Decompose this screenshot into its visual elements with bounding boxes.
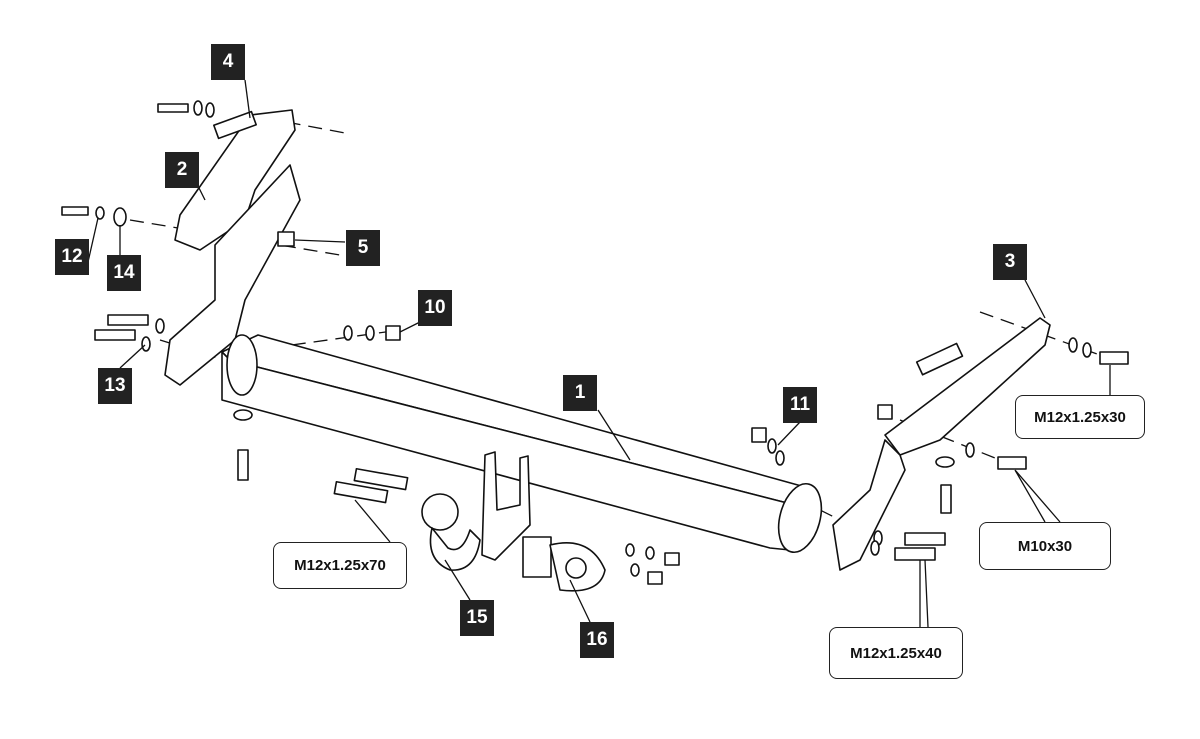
nut-11 [751, 427, 767, 443]
part-label-4: 4 [211, 44, 245, 80]
electrical-socket [522, 536, 552, 578]
right-bracket-upper [884, 317, 1051, 456]
washer [205, 102, 215, 118]
part-label-16: 16 [580, 622, 614, 658]
part-label-3: 3 [993, 244, 1027, 280]
assembly-line [899, 419, 1001, 461]
leader-lines [87, 79, 1111, 628]
washer-14 [113, 207, 127, 227]
crossbar-end-plate [226, 334, 258, 396]
ball-mount-bracket [481, 451, 531, 561]
left-bracket-lower [164, 164, 301, 386]
bolt [940, 484, 952, 514]
bolt-m12x30 [1099, 351, 1129, 365]
washer [625, 543, 635, 557]
spacer-plate-4 [213, 110, 257, 140]
bolt-m12x70 [333, 480, 389, 504]
nut-10 [385, 325, 401, 341]
washer [645, 546, 655, 560]
bolt-callout-m10x30: M10x30 [979, 522, 1111, 570]
crossbar-end-plate [777, 482, 823, 554]
ball-neck [429, 527, 481, 571]
bolt-m12x70 [353, 467, 409, 491]
part-label-12: 12 [55, 239, 89, 275]
bolt-callout-m12x40: M12x1.25x40 [829, 627, 963, 679]
washer [775, 450, 785, 466]
washer [233, 409, 253, 421]
washer [767, 438, 777, 454]
washer [193, 100, 203, 116]
assembly-line [129, 219, 341, 256]
washer [870, 540, 880, 556]
bolt [237, 449, 249, 481]
washer [1082, 342, 1092, 358]
washer [1068, 337, 1078, 353]
part-label-13: 13 [98, 368, 132, 404]
bolt [157, 103, 189, 113]
bolt-m12x40 [904, 532, 946, 546]
washer [965, 442, 975, 458]
nut [664, 552, 680, 566]
spacer-plate [915, 342, 964, 376]
left-bracket [174, 109, 296, 251]
part-label-14: 14 [107, 255, 141, 291]
part-label-11: 11 [783, 387, 817, 423]
right-bracket-lower [832, 439, 906, 571]
bolt-m12x40 [894, 547, 936, 561]
fasteners [61, 100, 1129, 585]
tow-ball [421, 493, 459, 531]
washer [155, 318, 165, 334]
spacer-5 [277, 231, 295, 247]
washer [343, 325, 353, 341]
washer [365, 325, 375, 341]
bolt-12 [61, 206, 89, 216]
bolt-callout-m12x30: M12x1.25x30 [1015, 395, 1145, 439]
bolt-13 [107, 314, 149, 326]
part-label-5: 5 [346, 230, 380, 266]
washer [141, 336, 151, 352]
washer [630, 563, 640, 577]
washer [95, 206, 105, 220]
part-label-15: 15 [460, 600, 494, 636]
bolt-m10x30 [997, 456, 1027, 470]
bolt-13 [94, 329, 136, 341]
washer [935, 456, 955, 468]
part-label-1: 1 [563, 375, 597, 411]
part-label-2: 2 [165, 152, 199, 188]
part-label-10: 10 [418, 290, 452, 326]
bolt-callout-m12x70: M12x1.25x70 [273, 542, 407, 589]
spacer [877, 404, 893, 420]
nut [647, 571, 663, 585]
socket-hole [565, 557, 587, 579]
